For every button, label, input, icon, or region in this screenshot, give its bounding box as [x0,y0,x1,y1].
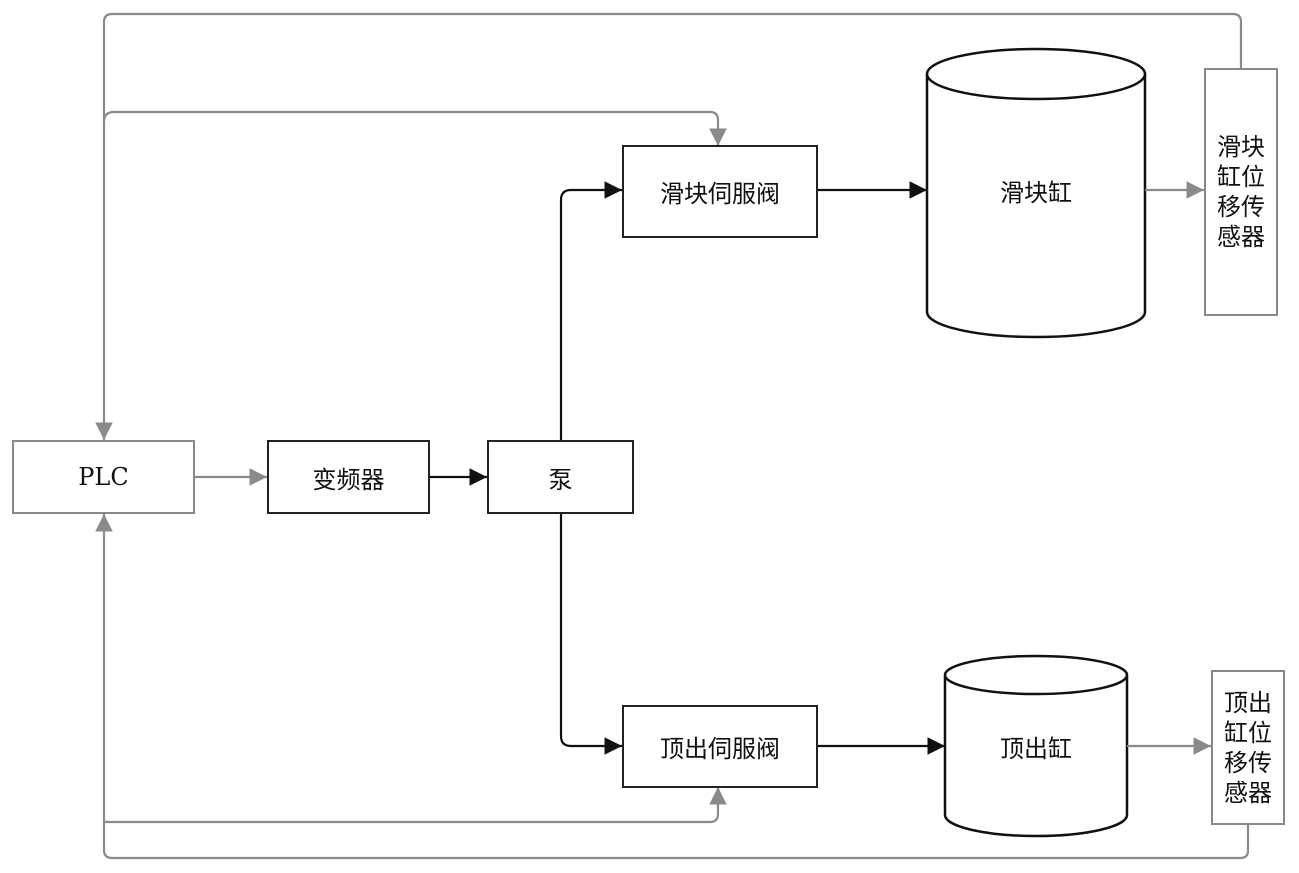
slider-sensor-feedback-line [95,12,1243,440]
slider-cylinder-label: 滑块缸 [1000,178,1072,207]
slider-sensor-line-1: 滑块 [1217,133,1265,161]
pump-to-ejector-valve-arrow [559,514,622,755]
ejector-cylinder-label: 顶出缸 [1000,734,1072,763]
ejector-sensor-line-4: 感器 [1224,778,1272,807]
ejector-displacement-sensor-box: 顶出 缸位 移传 感器 [1211,670,1285,825]
ejector-servo-valve-box: 顶出伺服阀 [622,705,818,788]
ejector-sensor-line-1: 顶出 [1224,688,1272,717]
ejector-cylinder-shape [943,654,1129,838]
slider-displacement-sensor-box: 滑块 缸位 移传 感器 [1204,68,1278,316]
slider-servo-valve-box: 滑块伺服阀 [622,145,818,238]
ejector-sensor-label: 顶出 缸位 移传 感器 [1224,688,1272,808]
plc-label: PLC [78,463,129,491]
plc-to-slider-valve-line [102,110,727,146]
ejector-sensor-line-3: 移传 [1224,748,1272,777]
slider-sensor-line-2: 缸位 [1217,163,1265,191]
pump-to-slider-valve-arrow [559,181,622,440]
slider-sensor-line-3: 移传 [1217,193,1265,221]
slider-cylinder-shape [925,47,1147,339]
slider-cylinder-label-wrap: 滑块缸 [927,160,1145,220]
slider-sensor-label: 滑块 缸位 移传 感器 [1217,132,1265,252]
plc-to-ejector-valve-line [104,787,727,824]
ejector-servo-valve-label: 顶出伺服阀 [660,735,780,763]
plc-box: PLC [12,440,195,514]
ejector-sensor-feedback-line [95,514,1250,860]
slider-sensor-line-4: 感器 [1217,223,1265,251]
pump-label: 泵 [548,465,573,494]
ejector-cylinder-label-wrap: 顶出缸 [945,716,1127,776]
slider-servo-valve-label: 滑块伺服阀 [660,180,780,208]
inverter-label: 变频器 [312,465,385,494]
ejector-sensor-line-2: 缸位 [1224,718,1272,747]
inverter-box: 变频器 [267,440,430,514]
pump-box: 泵 [487,440,634,514]
